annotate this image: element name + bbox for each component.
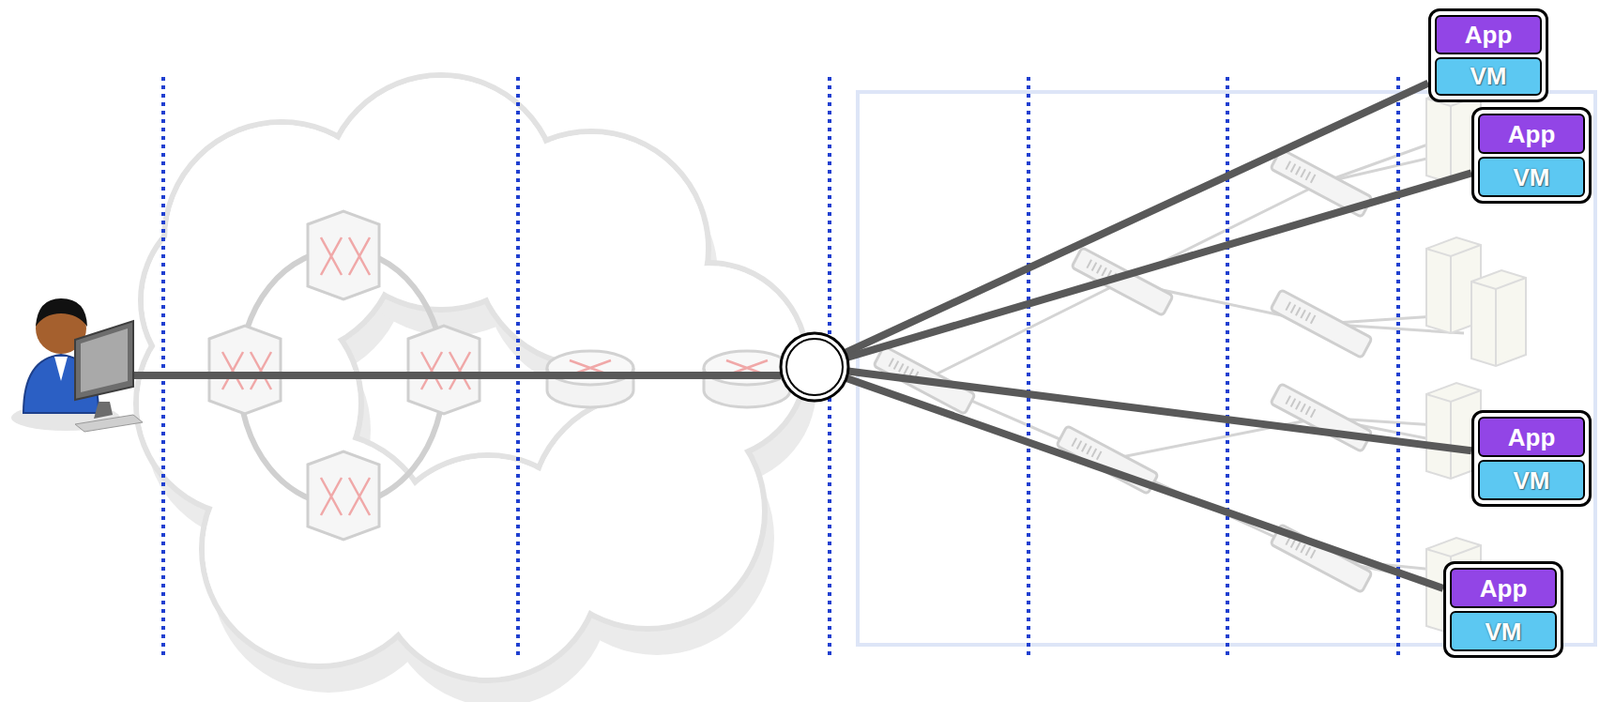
vm-label: VM <box>1478 156 1585 198</box>
cloud <box>136 75 817 702</box>
user-icon <box>11 298 143 432</box>
rack-switches <box>873 149 1372 594</box>
vm-link <box>847 172 1472 357</box>
app-label: App <box>1449 567 1557 609</box>
load-balancer <box>778 331 851 403</box>
vm-link <box>846 378 1444 589</box>
app-vm-box: AppVM <box>1443 561 1564 658</box>
vm-link <box>845 83 1429 353</box>
app-label: App <box>1478 416 1585 458</box>
app-vm-box: AppVM <box>1428 8 1549 103</box>
client-link <box>131 371 781 380</box>
app-vm-box: AppVM <box>1471 106 1592 204</box>
vm-label: VM <box>1449 610 1557 652</box>
app-label: App <box>1434 15 1542 55</box>
app-label: App <box>1478 113 1585 154</box>
vm-label: VM <box>1478 459 1585 501</box>
app-vm-box: AppVM <box>1471 410 1592 507</box>
tier-boundaries <box>163 76 1399 656</box>
vm-label: VM <box>1434 57 1542 97</box>
ring-outline <box>778 331 851 403</box>
